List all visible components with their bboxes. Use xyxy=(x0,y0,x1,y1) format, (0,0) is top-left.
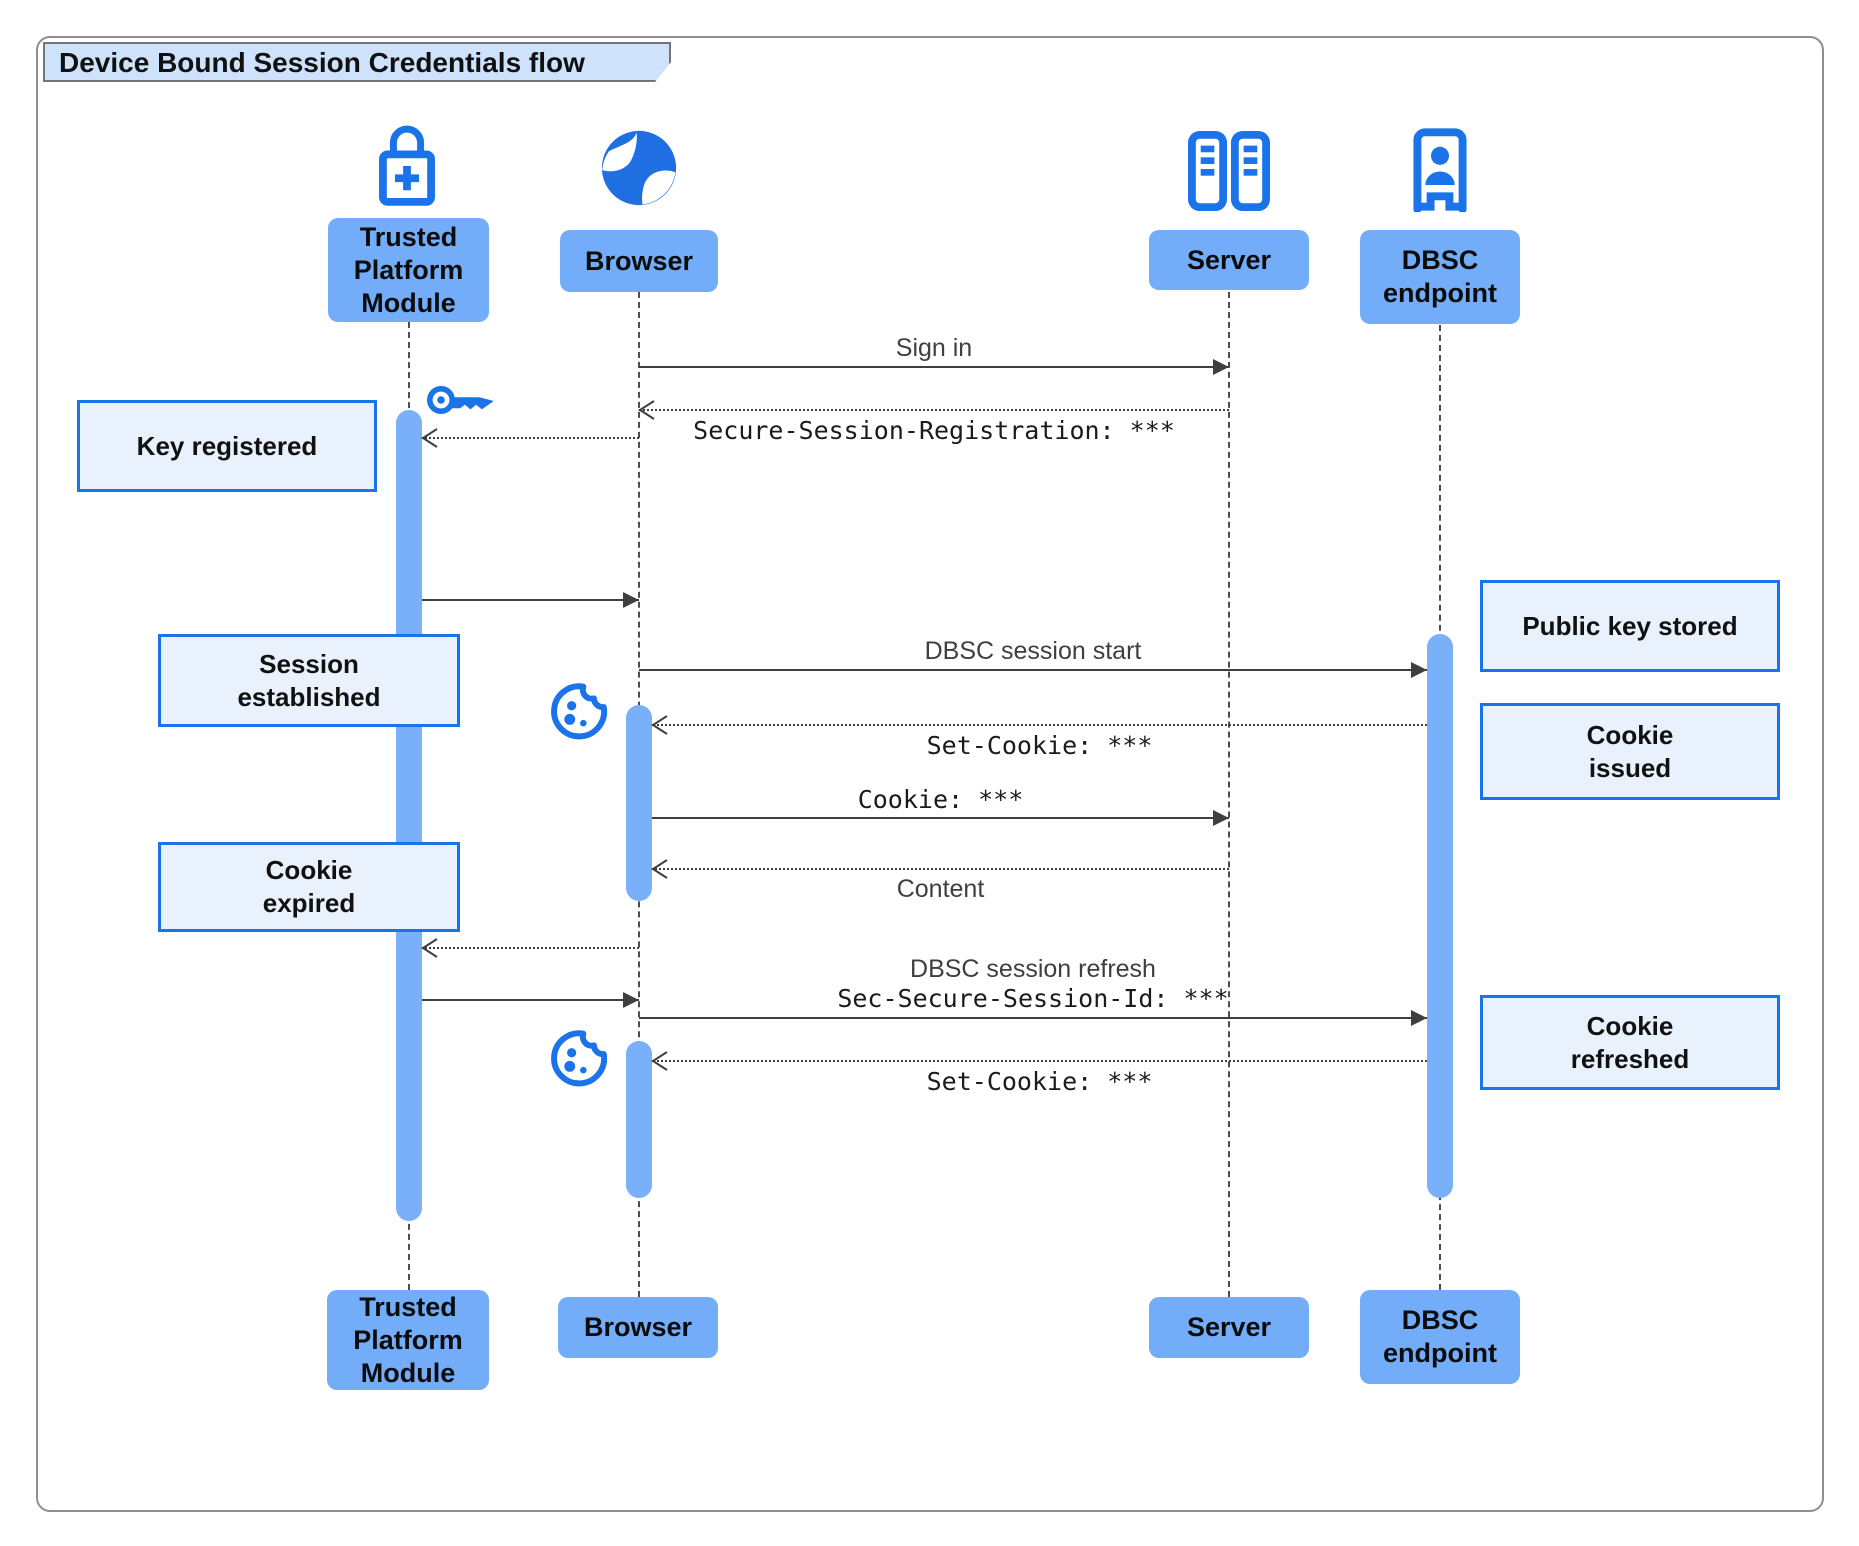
key-icon xyxy=(425,378,503,427)
note-session-established: Session established xyxy=(158,634,460,727)
message-line-set-cookie-1 xyxy=(652,724,1427,726)
actor-dbsc-top: DBSC endpoint xyxy=(1360,230,1520,324)
arrowhead-cookie xyxy=(1213,810,1229,826)
tpm-activation-bar xyxy=(396,410,422,1221)
message-line-content xyxy=(652,868,1229,870)
actor-tpm-top: Trusted Platform Module xyxy=(328,218,489,322)
message-label-set-cookie-2: Set-Cookie: *** xyxy=(926,1067,1153,1096)
lock-plus-icon xyxy=(374,122,440,215)
message-label-cookie: Cookie: *** xyxy=(857,785,1024,814)
message-line-browser-to-tpm-register xyxy=(422,437,639,439)
message-line-tpm-to-browser-sign xyxy=(422,999,639,1001)
arrowhead-secure-session-registration xyxy=(637,398,657,427)
arrowhead-content xyxy=(650,857,670,886)
message-label-dbsc-session-refresh: DBSC session refresh xyxy=(910,955,1156,983)
note-cookie-refreshed: Cookie refreshed xyxy=(1480,995,1780,1090)
message-label-secure-session-registration: Secure-Session-Registration: *** xyxy=(693,416,1175,445)
note-key-registered: Key registered xyxy=(77,400,377,492)
actor-browser-bottom: Browser xyxy=(558,1297,718,1358)
arrowhead-tpm-to-browser-sign xyxy=(623,992,639,1008)
message-line-browser-to-tpm-refresh xyxy=(422,947,639,949)
arrowhead-tpm-to-browser-key xyxy=(623,592,639,608)
actor-server-bottom: Server xyxy=(1149,1297,1309,1358)
browser-activation-bar-1 xyxy=(626,705,652,901)
actor-browser-top: Browser xyxy=(560,230,718,292)
cookie-icon xyxy=(546,678,612,751)
note-cookie-expired: Cookie expired xyxy=(158,842,460,932)
message-line-set-cookie-2 xyxy=(652,1060,1427,1062)
note-public-key-stored: Public key stored xyxy=(1480,580,1780,672)
server-rack-icon xyxy=(1186,130,1272,217)
arrowhead-browser-to-tpm-register xyxy=(420,426,440,455)
actor-tpm-bottom: Trusted Platform Module xyxy=(327,1290,489,1390)
diagram-title: Device Bound Session Credentials flow xyxy=(43,42,671,82)
message-label-sec-secure-session-id: Sec-Secure-Session-Id: *** xyxy=(837,984,1229,1013)
message-line-secure-session-registration xyxy=(639,409,1229,411)
message-line-dbsc-session-refresh xyxy=(639,1017,1427,1019)
arrowhead-set-cookie-1 xyxy=(650,713,670,742)
actor-dbsc-bottom: DBSC endpoint xyxy=(1360,1290,1520,1384)
arrowhead-set-cookie-2 xyxy=(650,1049,670,1078)
arrowhead-browser-to-tpm-refresh xyxy=(420,936,440,965)
message-line-dbsc-session-start xyxy=(639,669,1427,671)
browser-activation-bar-2 xyxy=(626,1041,652,1198)
arrowhead-dbsc-session-refresh xyxy=(1411,1010,1427,1026)
message-line-tpm-to-browser-key xyxy=(422,599,639,601)
note-cookie-issued: Cookie issued xyxy=(1480,703,1780,800)
arrowhead-dbsc-session-start xyxy=(1411,662,1427,678)
message-label-content: Content xyxy=(896,875,985,903)
doorway-person-icon xyxy=(1408,126,1472,217)
globe-icon xyxy=(597,126,681,215)
message-label-sign-in: Sign in xyxy=(895,334,973,362)
message-line-cookie xyxy=(652,817,1229,819)
dbsc-activation-bar xyxy=(1427,634,1453,1198)
message-label-set-cookie-1: Set-Cookie: *** xyxy=(926,731,1153,760)
arrowhead-sign-in xyxy=(1213,359,1229,375)
server-lifeline xyxy=(1228,292,1230,1297)
actor-server-top: Server xyxy=(1149,230,1309,290)
cookie-icon xyxy=(546,1025,612,1098)
message-label-dbsc-session-start: DBSC session start xyxy=(924,637,1142,665)
message-line-sign-in xyxy=(639,366,1229,368)
